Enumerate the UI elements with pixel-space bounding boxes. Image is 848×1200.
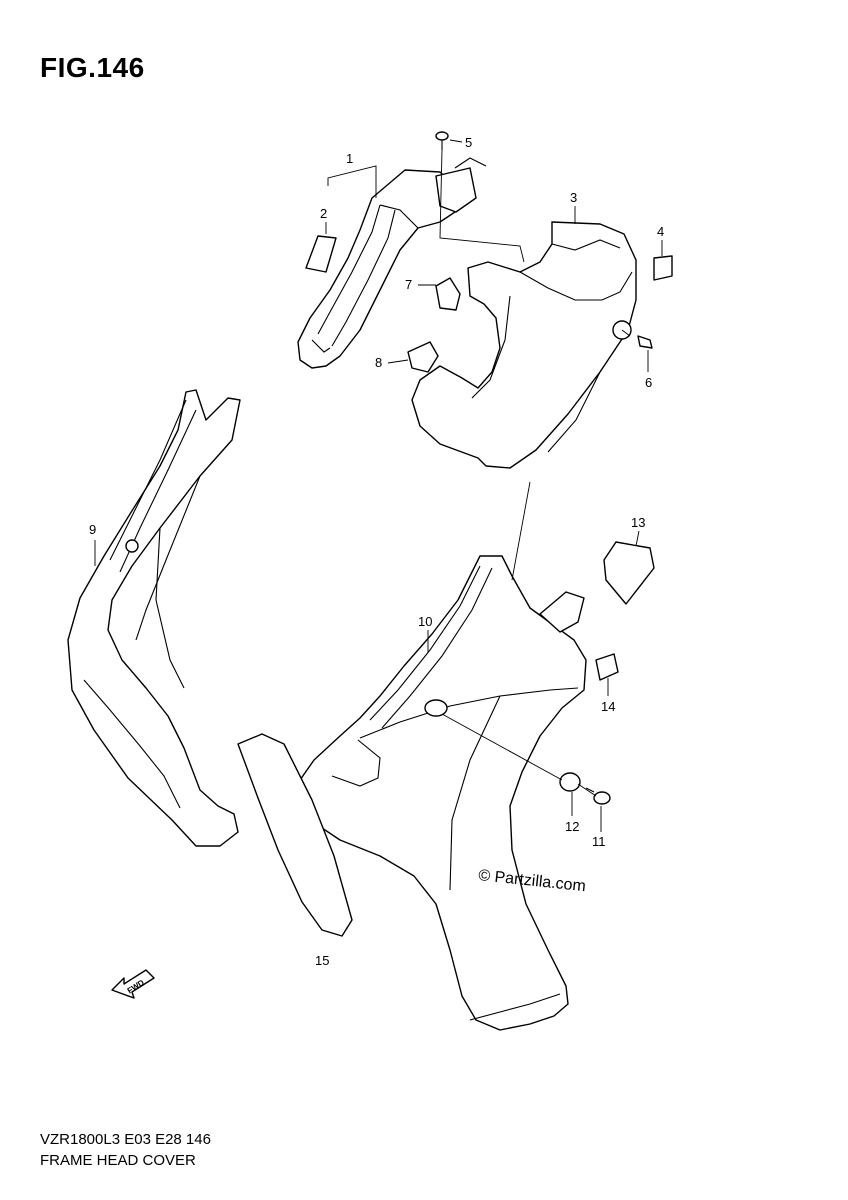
callout-label: 12 (565, 819, 579, 834)
callout-11: 11 (592, 806, 606, 849)
part-10-main-cover (297, 555, 587, 1031)
callout-label: 11 (592, 834, 606, 849)
callout-3: 3 (570, 190, 577, 224)
part-9-left-cover (67, 389, 241, 847)
callout-label: 9 (89, 522, 96, 537)
callout-9: 9 (89, 522, 96, 566)
callout-7: 7 (405, 277, 436, 292)
part-5-bolt (435, 131, 449, 150)
part-6-screw (637, 335, 653, 349)
callout-label: 1 (346, 151, 353, 166)
model-code: VZR1800L3 E03 E28 146 (40, 1131, 211, 1148)
callout-4: 4 (657, 224, 664, 256)
forward-arrow-icon: FWD (111, 969, 155, 999)
figure-title: FIG.146 (40, 52, 145, 83)
part-12-grommet (559, 772, 581, 792)
callout-10: 10 (418, 614, 432, 652)
callout-label: 10 (418, 614, 432, 629)
callout-14: 14 (601, 678, 615, 714)
part-4-pad (653, 255, 673, 281)
callout-label: 4 (657, 224, 664, 239)
part-13-pad (603, 541, 655, 605)
callout-5: 5 (449, 135, 472, 150)
part-7-pad (435, 277, 461, 311)
callout-2: 2 (320, 206, 327, 234)
part-14-pad (595, 653, 619, 681)
callout-13: 13 (631, 515, 645, 547)
callout-12: 12 (565, 792, 579, 834)
part-1-bracket (297, 157, 487, 369)
callout-label: 6 (645, 375, 652, 390)
part-15-pad (237, 733, 353, 937)
callout-label: 5 (465, 135, 472, 150)
part-11-screw (585, 787, 611, 805)
part-2-pad (305, 235, 337, 273)
part-8-pad (407, 341, 439, 373)
callout-8: 8 (375, 355, 409, 370)
callout-label: 13 (631, 515, 645, 530)
callout-label: 14 (601, 699, 615, 714)
callout-label: 7 (405, 277, 412, 292)
callout-label: 8 (375, 355, 382, 370)
callout-6: 6 (645, 350, 652, 390)
callout-label: 3 (570, 190, 577, 205)
diagram-caption: FRAME HEAD COVER (40, 1152, 196, 1169)
callout-1: 1 (327, 151, 377, 198)
part-3-upper-cover (411, 221, 637, 469)
callout-label: 2 (320, 206, 327, 221)
callout-15: 15 (315, 953, 329, 968)
callout-label: 15 (315, 953, 329, 968)
